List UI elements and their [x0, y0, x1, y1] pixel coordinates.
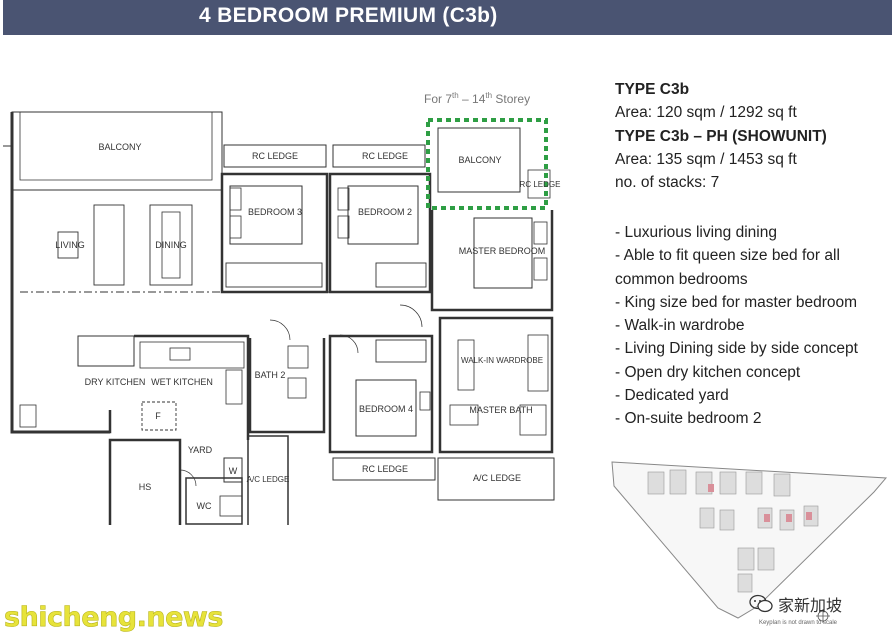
- label-f: F: [155, 411, 161, 421]
- ph-balcony-outline: [426, 118, 548, 210]
- feature-item: - On-suite bedroom 2: [615, 410, 762, 428]
- keyplan-map: Keyplan is not drawn to scale: [611, 461, 888, 626]
- unit-area-1: Area: 120 sqm / 1292 sq ft: [615, 104, 797, 122]
- keyplan-caption: Keyplan is not drawn to scale: [759, 620, 838, 626]
- label-wc: WC: [197, 501, 212, 511]
- label-bedroom4: BEDROOM 4: [359, 404, 413, 414]
- feature-item: - Dedicated yard: [615, 387, 729, 405]
- wechat-icon: [749, 594, 773, 613]
- floor-plan: BALCONY RC LEDGE RC LEDGE BALCONY RC LED…: [3, 111, 561, 525]
- label-living: LIVING: [55, 240, 85, 250]
- label-rc-ledge-3: RC LEDGE: [362, 464, 408, 474]
- label-ac-ledge-right: A/C LEDGE: [473, 473, 521, 483]
- storey-note: For 7th – 14th Storey: [424, 91, 530, 106]
- page-title: 4 BEDROOM PREMIUM (C3b): [199, 4, 498, 27]
- label-master-bedroom: MASTER BEDROOM: [459, 246, 546, 256]
- label-ac-ledge-left: A/C LEDGE: [247, 475, 290, 484]
- feature-list: - Luxurious living dining - Able to fit …: [615, 221, 858, 431]
- feature-item: - Walk-in wardrobe: [615, 317, 745, 335]
- label-bedroom2: BEDROOM 2: [358, 207, 412, 217]
- label-rc-ledge-1: RC LEDGE: [252, 151, 298, 161]
- label-balcony: BALCONY: [98, 142, 141, 152]
- label-wet-kitchen: WET KITCHEN: [151, 377, 213, 387]
- label-dry-kitchen: DRY KITCHEN: [85, 377, 146, 387]
- unit-stacks: no. of stacks: 7: [615, 174, 720, 192]
- storey-note-sup2: th: [485, 91, 493, 100]
- storey-note-middle: – 14: [458, 92, 486, 106]
- unit-type-2: TYPE C3b – PH (SHOWUNIT): [615, 127, 827, 145]
- feature-item: - King size bed for master bedroom: [615, 293, 858, 311]
- label-hs: HS: [139, 482, 152, 492]
- feature-item: - Luxurious living dining: [615, 224, 777, 241]
- label-rc-ledge-ph: RC LEDGE: [520, 180, 561, 189]
- storey-note-sup1: th: [452, 91, 459, 100]
- label-walkin: WALK-IN WARDROBE: [461, 356, 543, 365]
- feature-item: - Open dry kitchen concept: [615, 363, 801, 381]
- label-dining: DINING: [155, 240, 187, 250]
- unit-area-2: Area: 135 sqm / 1453 sq ft: [615, 150, 797, 168]
- label-w: W: [229, 466, 238, 476]
- storey-note-suffix: Storey: [492, 92, 531, 106]
- feature-item: - Able to fit queen size bed for all: [615, 247, 840, 265]
- wechat-name: 家新加坡: [778, 598, 843, 615]
- unit-type-1: TYPE C3b: [615, 81, 690, 98]
- label-yard: YARD: [188, 445, 213, 455]
- label-bath2: BATH 2: [255, 370, 286, 380]
- unit-info: TYPE C3b Area: 120 sqm / 1292 sq ft TYPE…: [615, 78, 827, 194]
- label-balcony-ph: BALCONY: [458, 155, 501, 165]
- wechat-badge: 家新加坡: [748, 592, 842, 616]
- feature-item: - Living Dining side by side concept: [615, 340, 858, 358]
- feature-item: common bedrooms: [615, 270, 748, 288]
- label-master-bath: MASTER BATH: [469, 405, 532, 415]
- label-rc-ledge-2: RC LEDGE: [362, 151, 408, 161]
- storey-note-prefix: For 7: [424, 92, 453, 106]
- watermark: shicheng.news: [4, 602, 224, 634]
- page-header: 4 BEDROOM PREMIUM (C3b): [3, 0, 892, 35]
- label-bedroom3: BEDROOM 3: [248, 207, 302, 217]
